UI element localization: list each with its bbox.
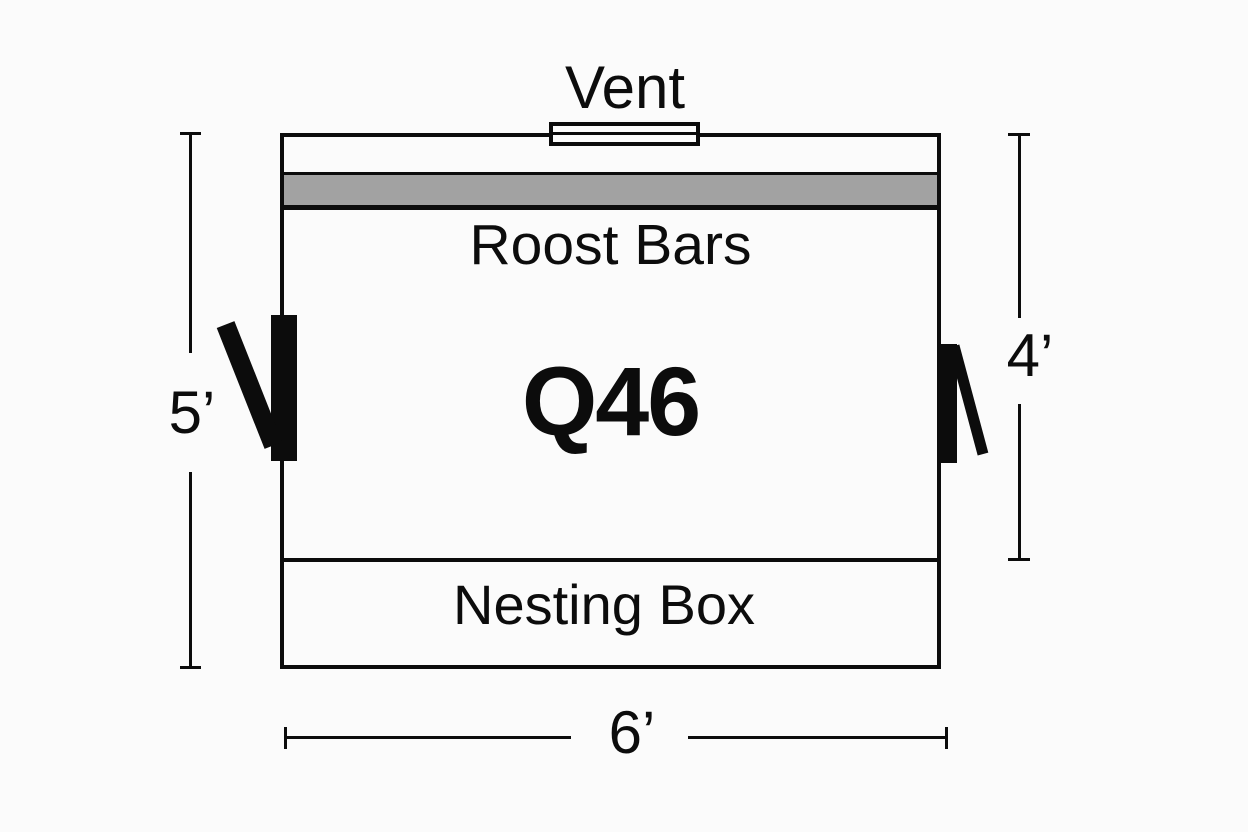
dim-right-top-tick [1008, 133, 1030, 136]
coop-id-label: Q46 [521, 347, 701, 456]
dim-bottom-right-tick [945, 727, 948, 749]
dim-line-left-upper [189, 133, 192, 353]
dim-left-bottom-tick [180, 666, 201, 669]
roost-band-bottom-line [284, 205, 937, 210]
dim-line-right-upper [1018, 134, 1021, 318]
right-door-jamb [940, 344, 957, 463]
roost-band [284, 175, 937, 205]
roost-bars-label: Roost Bars [469, 213, 752, 277]
dim-left-top-tick [180, 132, 201, 135]
dim-label-left-height: 5’ [168, 379, 216, 446]
dim-line-right-lower [1018, 404, 1021, 561]
dim-line-left-lower [189, 472, 192, 668]
dim-right-bottom-tick [1008, 558, 1030, 561]
nesting-box-divider [284, 558, 937, 562]
vent-label: Vent [564, 54, 686, 121]
nesting-box-label: Nesting Box [453, 573, 755, 636]
dim-line-bottom-right [688, 736, 947, 739]
dim-line-bottom-left [285, 736, 571, 739]
vent-inner-line [553, 132, 696, 135]
vent-rect [549, 122, 700, 146]
roost-band-top-line [284, 172, 937, 175]
dim-label-right-height: 4’ [1006, 322, 1054, 389]
dim-label-bottom-width: 6’ [608, 699, 656, 766]
dim-bottom-left-tick [284, 727, 287, 749]
